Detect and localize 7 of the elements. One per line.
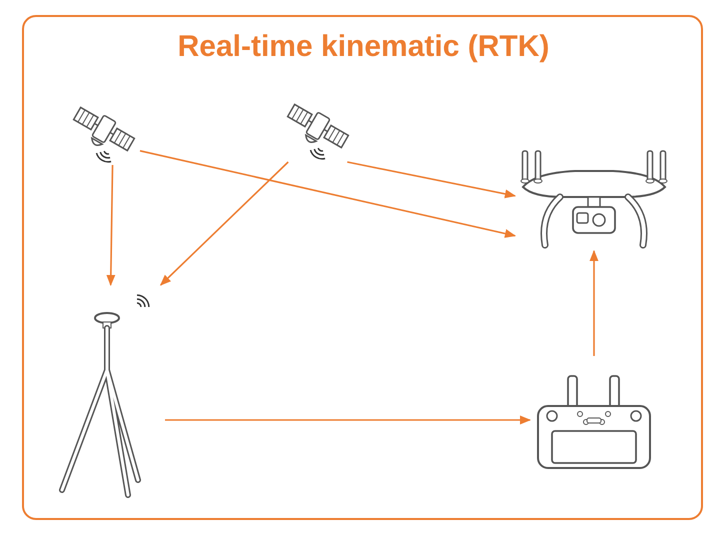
arrow <box>590 250 598 356</box>
title: Real-time kinematic (RTK) <box>178 30 550 64</box>
arrow <box>160 161 289 286</box>
arrow <box>165 416 532 424</box>
arrow <box>140 150 516 238</box>
arrow <box>106 164 116 286</box>
arrow <box>347 161 516 198</box>
